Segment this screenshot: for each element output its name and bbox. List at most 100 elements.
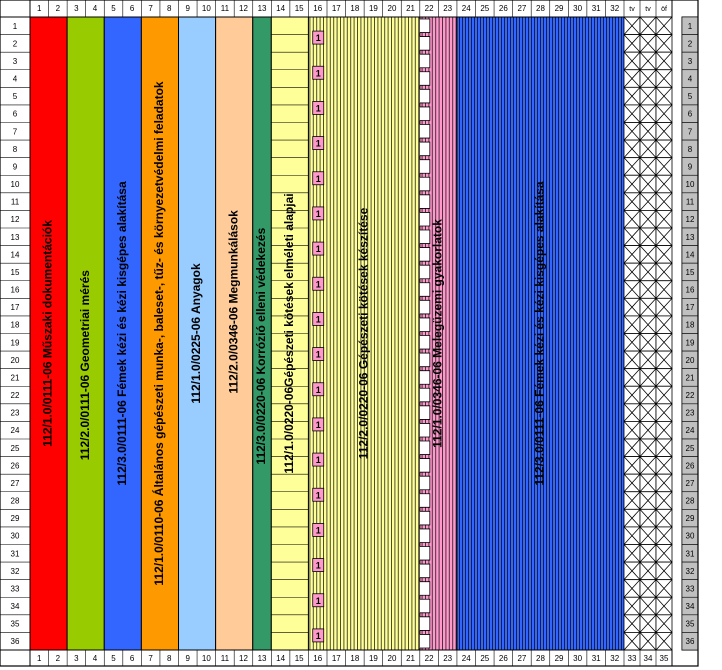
block-10: [456, 16, 625, 651]
week-number: 4: [93, 4, 98, 13]
row-number-right: 28: [686, 497, 695, 506]
lesson-marker: 1: [312, 276, 325, 291]
svg-text:1: 1: [316, 279, 321, 289]
svg-text:1: 1: [316, 314, 321, 324]
row-number: 17: [11, 303, 20, 312]
row-number: 24: [11, 426, 20, 435]
row-number: 28: [11, 497, 20, 506]
week-number: 23: [443, 654, 452, 663]
row-number: 23: [11, 409, 20, 418]
week-number: 31: [592, 654, 601, 663]
week-number: 16: [313, 654, 322, 663]
block-label: 112/3.0/0220-06 Korrózió elleni védekezé…: [254, 227, 268, 464]
lesson-marker: 1: [312, 347, 325, 361]
week-number: 7: [148, 4, 153, 13]
week-number: 15: [295, 654, 304, 663]
week-number: 19: [369, 4, 378, 13]
week-number: 5: [111, 4, 116, 13]
week-number: 20: [388, 4, 397, 13]
extra-column-label: tv: [629, 6, 635, 13]
block-label: 112/1.0/0346-06 Melegüzemi gyakorlatok: [431, 219, 445, 448]
week-number: 22: [425, 654, 434, 663]
lesson-marker: 1: [312, 417, 325, 432]
week-number: 12: [239, 4, 248, 13]
week-number: 31: [592, 4, 601, 13]
block-label: 112/1.0/0110-06 Általános gépészeti munk…: [151, 81, 166, 586]
row-number-right: 13: [686, 233, 695, 242]
row-number: 7: [13, 127, 18, 136]
row-number: 1: [13, 22, 18, 31]
lesson-marker: 1: [312, 101, 325, 115]
row-number: 15: [11, 268, 20, 277]
week-number: 11: [221, 654, 230, 663]
row-number: 6: [13, 110, 18, 119]
week-number: 5: [111, 654, 116, 663]
week-number: 22: [425, 4, 434, 13]
week-number: 2: [56, 4, 61, 13]
row-number: 33: [11, 584, 20, 593]
week-number: 25: [480, 654, 489, 663]
row-number-right: 16: [686, 286, 695, 295]
week-number: 17: [332, 654, 341, 663]
row-number-right: 20: [686, 356, 695, 365]
row-number: 9: [13, 162, 18, 171]
row-number: 10: [11, 180, 20, 189]
lesson-marker: 1: [312, 241, 325, 256]
lesson-marker: 1: [312, 523, 325, 537]
row-number-right: 35: [686, 620, 695, 629]
row-number: 12: [11, 215, 20, 224]
week-number: 32: [610, 654, 619, 663]
week-number: 26: [499, 654, 508, 663]
week-number: 28: [536, 4, 545, 13]
row-number-right: 2: [688, 39, 693, 48]
block-3: [140, 16, 179, 651]
row-number: 22: [11, 391, 20, 400]
row-number: 5: [13, 92, 18, 101]
week-number: 21: [406, 4, 415, 13]
week-number: 8: [167, 654, 172, 663]
extra-column-label: öf: [661, 6, 667, 13]
svg-text:1: 1: [316, 209, 321, 219]
week-number: 28: [536, 654, 545, 663]
block-label: 112/3.0/0111-06 Fémek kézi és kézi kisgé…: [533, 181, 547, 486]
row-number-right: 30: [686, 532, 695, 541]
row-number: 31: [11, 549, 20, 558]
row-number: 32: [11, 567, 20, 576]
row-number: 25: [11, 444, 20, 453]
row-number-right: 19: [686, 338, 695, 347]
week-number: 2: [56, 654, 61, 663]
row-number-right: 31: [686, 549, 695, 558]
week-number: 1: [37, 654, 42, 663]
week-number: 13: [258, 4, 267, 13]
row-number-right: 18: [686, 321, 695, 330]
svg-text:1: 1: [316, 490, 321, 500]
svg-text:1: 1: [316, 139, 321, 149]
week-number: 8: [167, 4, 172, 13]
lesson-marker: 1: [312, 558, 325, 572]
row-number: 27: [11, 479, 20, 488]
svg-text:1: 1: [316, 244, 321, 254]
row-number: 2: [13, 39, 18, 48]
lesson-marker: 1: [312, 65, 325, 80]
row-number: 30: [11, 532, 20, 541]
block-label: 112/3.0/0111-06 Fémek kézi és kézi kisgé…: [115, 181, 129, 486]
row-number-right: 33: [686, 584, 695, 593]
week-number: 6: [130, 4, 135, 13]
block-8: [307, 16, 421, 651]
row-number: 29: [11, 514, 20, 523]
week-number: 20: [388, 654, 397, 663]
row-number-right: 4: [688, 75, 693, 84]
week-number: 24: [462, 654, 471, 663]
week-number: 15: [295, 4, 304, 13]
lesson-marker: 1: [312, 452, 325, 467]
extra-column-label: tv: [645, 6, 651, 13]
week-number: 30: [573, 4, 582, 13]
week-number: 12: [239, 654, 248, 663]
week-number: 14: [276, 4, 285, 13]
outer-frame: [0, 0, 699, 667]
row-number: 3: [13, 57, 18, 66]
lesson-marker: 1: [312, 628, 325, 643]
block-label: 112/1.0/0220-06Gépészeti kötések elmélet…: [282, 193, 296, 473]
row-number-right: 11: [686, 198, 695, 207]
week-number: 9: [186, 654, 191, 663]
